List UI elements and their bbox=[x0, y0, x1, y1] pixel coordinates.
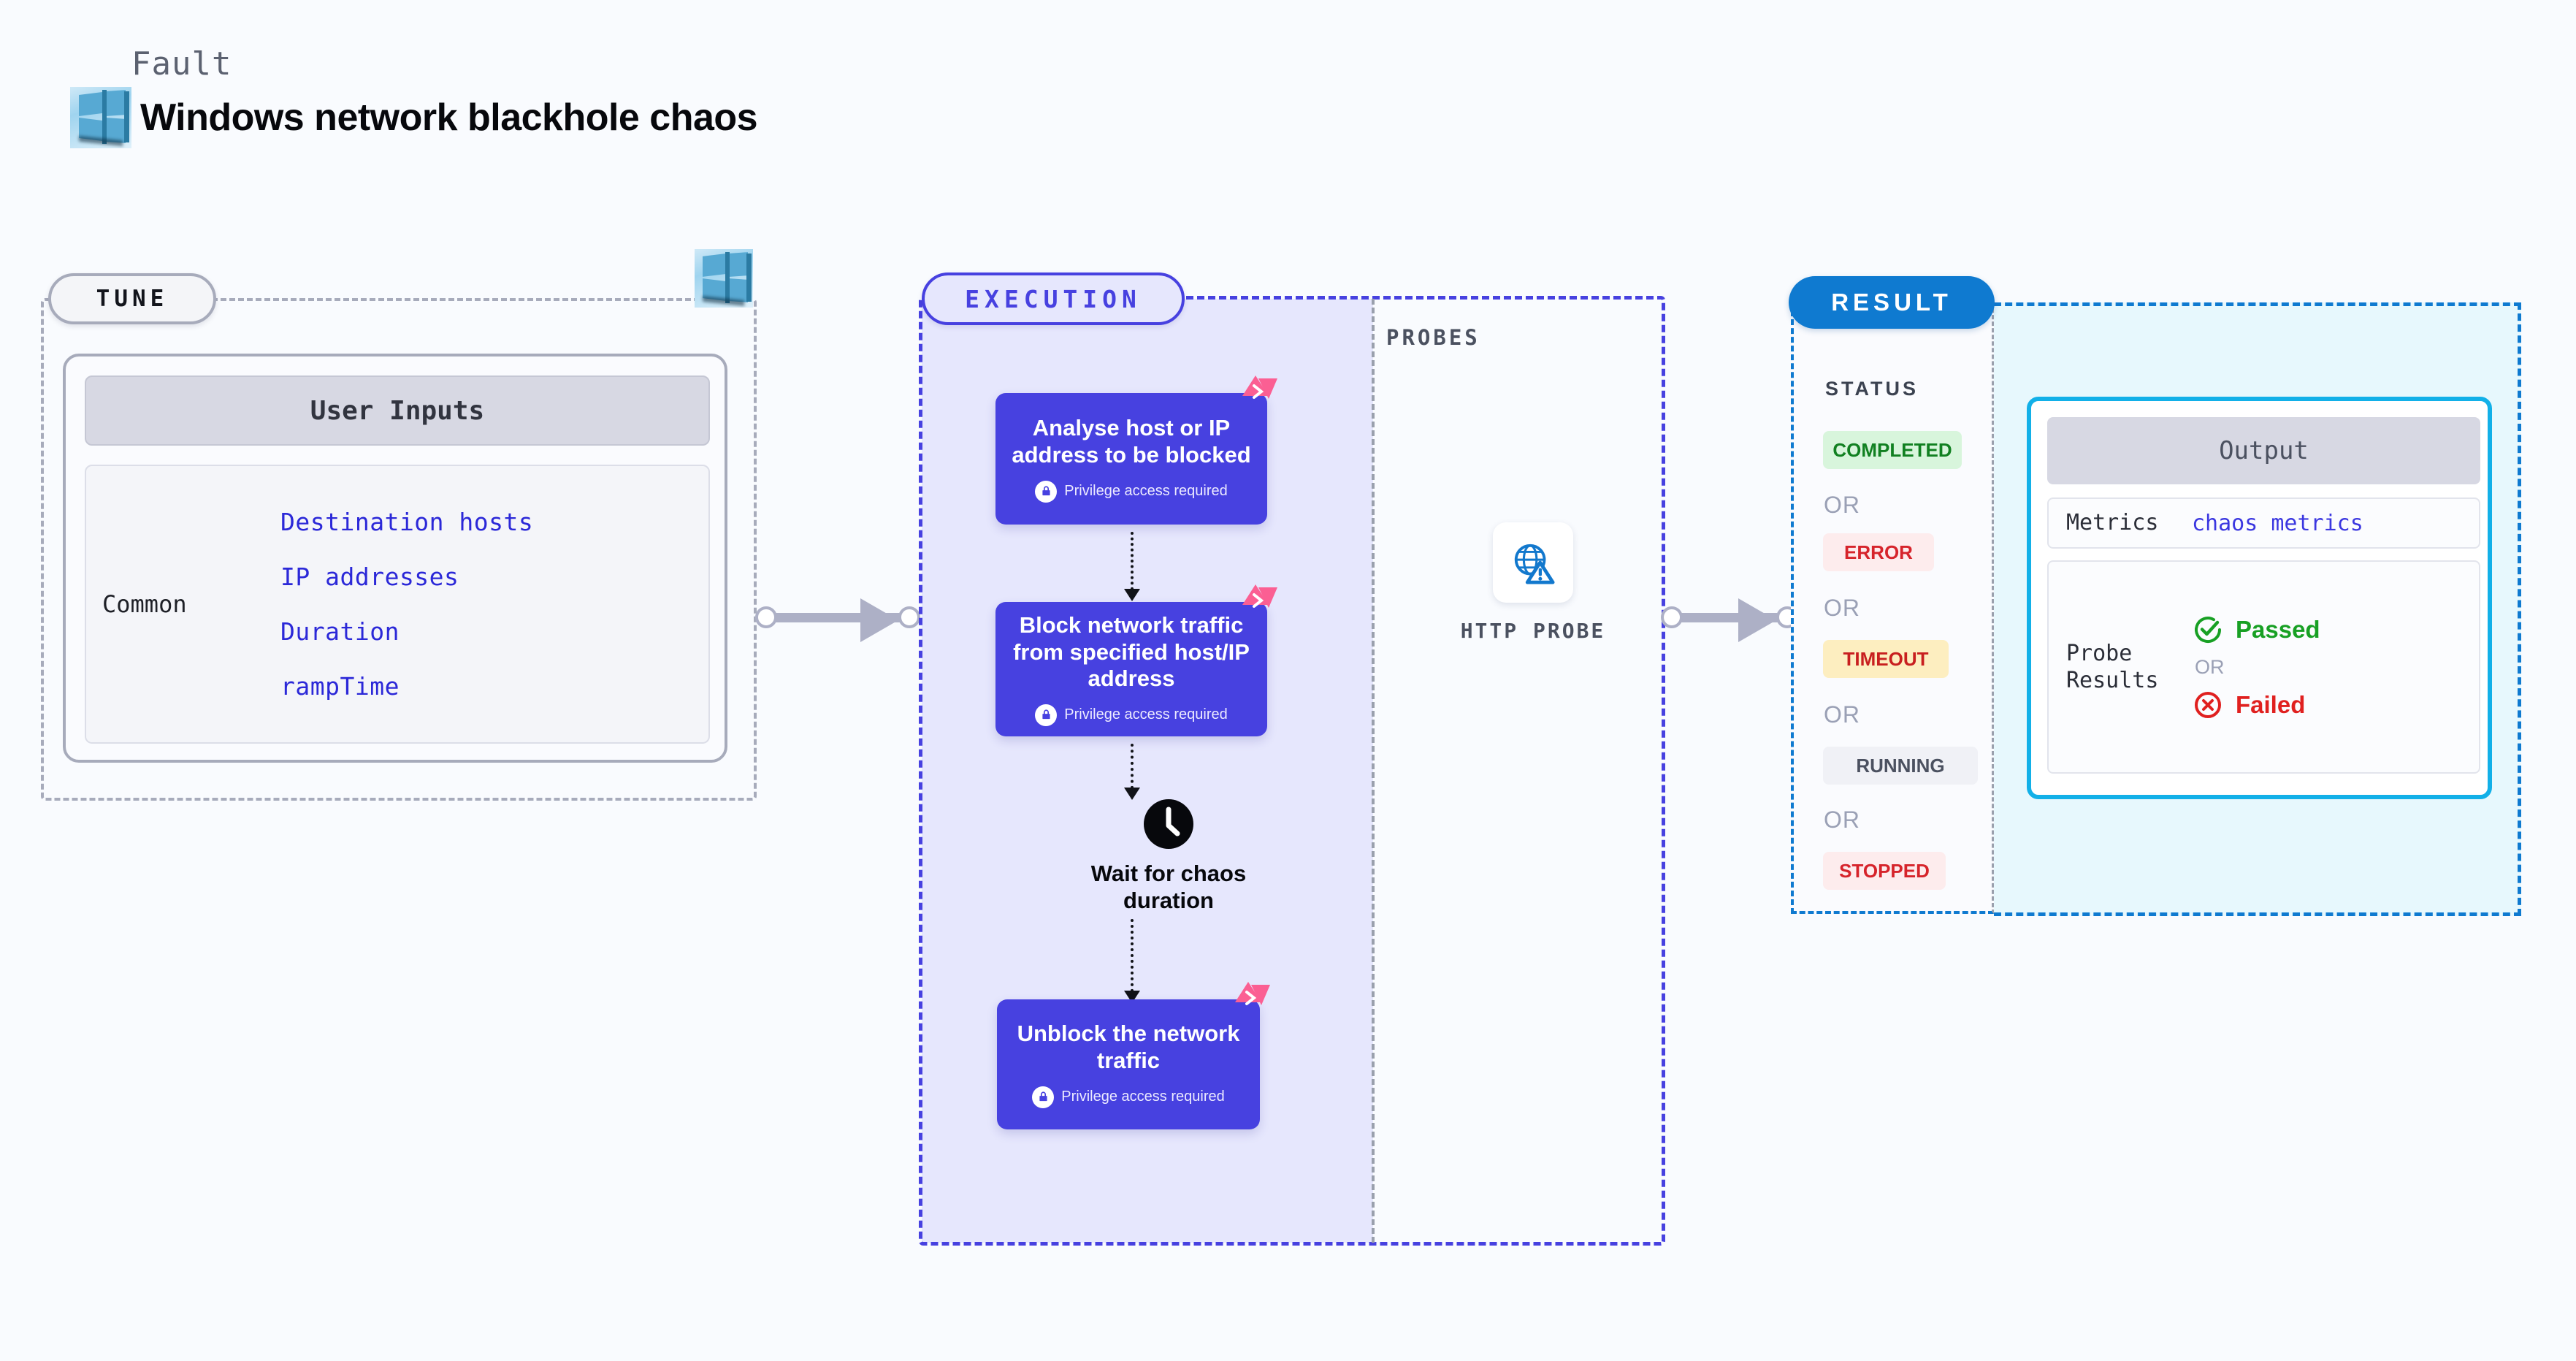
connector-arrowhead bbox=[860, 598, 898, 642]
probe-result-passed: Passed bbox=[2192, 614, 2320, 646]
clock-icon bbox=[1144, 799, 1193, 849]
x-circle-icon bbox=[2195, 691, 2221, 718]
node-title: Analyse host or IP address to be blocked bbox=[1012, 415, 1251, 468]
output-header: Output bbox=[2047, 417, 2480, 484]
probes-divider bbox=[1372, 299, 1375, 1243]
params-list: Destination hosts IP addresses Duration … bbox=[241, 508, 708, 701]
status-badge-timeout: TIMEOUT bbox=[1823, 640, 1949, 678]
probe-result-or: OR bbox=[2195, 655, 2225, 678]
globe-warning-icon bbox=[1493, 522, 1573, 603]
tune-region bbox=[41, 298, 757, 801]
check-circle-icon bbox=[2195, 616, 2222, 643]
probe-failed-label: Failed bbox=[2236, 690, 2306, 718]
litmus-mark-icon bbox=[1235, 982, 1270, 1005]
windows-logo-icon bbox=[70, 87, 131, 148]
execution-node-analyse[interactable]: Analyse host or IP address to be blocked… bbox=[995, 375, 1277, 525]
probe-item-label: HTTP PROBE bbox=[1460, 619, 1606, 643]
lock-icon bbox=[1032, 1086, 1055, 1108]
node-privilege-badge: Privilege access required bbox=[1035, 480, 1228, 503]
wait-node-label: Wait for chaos duration bbox=[1090, 861, 1247, 913]
node-title: Unblock the network traffic bbox=[1017, 1021, 1240, 1073]
flow-arrow-3 bbox=[1124, 919, 1140, 1003]
node-title: Block network traffic from specified hos… bbox=[1013, 612, 1250, 692]
connector-execution-to-result bbox=[1656, 598, 1803, 642]
user-inputs-body: Common Destination hosts IP addresses Du… bbox=[85, 465, 710, 744]
status-badge-running: RUNNING bbox=[1823, 747, 1978, 785]
probe-results-values: Passed OR Failed bbox=[2192, 614, 2320, 721]
execution-wait-node: Wait for chaos duration bbox=[1081, 798, 1256, 914]
param-ramptime[interactable]: rampTime bbox=[280, 672, 400, 701]
metrics-key: Metrics bbox=[2066, 510, 2159, 536]
probe-results-key: Probe Results bbox=[2066, 640, 2159, 694]
node-privilege-text: Privilege access required bbox=[1064, 483, 1228, 500]
page-header: Fault Windows network blackhole chaos bbox=[70, 45, 758, 148]
metrics-value[interactable]: chaos metrics bbox=[2192, 510, 2363, 536]
page-title: Windows network blackhole chaos bbox=[140, 96, 758, 139]
node-privilege-badge: Privilege access required bbox=[1032, 1086, 1225, 1108]
status-or-2: OR bbox=[1824, 595, 1860, 621]
status-or-3: OR bbox=[1824, 701, 1860, 728]
output-probe-results-row: Probe Results Passed OR Failed bbox=[2047, 560, 2480, 774]
litmus-mark-icon bbox=[1242, 584, 1277, 608]
status-or-4: OR bbox=[1824, 807, 1860, 833]
node-privilege-text: Privilege access required bbox=[1064, 706, 1228, 723]
connector-start-dot bbox=[1661, 606, 1683, 628]
litmus-mark-icon bbox=[1242, 375, 1277, 399]
probe-result-failed: Failed bbox=[2192, 689, 2320, 721]
tune-section-pill[interactable]: TUNE bbox=[48, 273, 216, 324]
tune-card: User Inputs Common Destination hosts IP … bbox=[63, 354, 727, 763]
fault-kicker-label: Fault bbox=[131, 45, 232, 83]
node-privilege-badge: Privilege access required bbox=[1035, 704, 1228, 726]
common-group-label: Common bbox=[102, 590, 187, 618]
lock-icon bbox=[1035, 480, 1058, 503]
connector-end-dot bbox=[898, 606, 920, 628]
connector-arrowhead bbox=[1738, 598, 1776, 642]
execution-section-pill[interactable]: EXECUTION bbox=[922, 272, 1185, 325]
execution-probes-region bbox=[919, 296, 1665, 1246]
lock-icon bbox=[1035, 704, 1058, 726]
status-badge-completed: COMPLETED bbox=[1823, 431, 1962, 469]
param-duration[interactable]: Duration bbox=[280, 617, 400, 646]
output-metrics-row: Metrics chaos metrics bbox=[2047, 497, 2480, 549]
status-or-1: OR bbox=[1824, 492, 1860, 518]
result-section-pill[interactable]: RESULT bbox=[1789, 276, 1995, 329]
connector-tune-to-execution bbox=[751, 598, 926, 642]
windows-logo-icon bbox=[695, 249, 753, 308]
param-destination-hosts[interactable]: Destination hosts bbox=[280, 508, 534, 536]
status-label: STATUS bbox=[1825, 378, 1919, 400]
flow-arrow-2 bbox=[1124, 744, 1140, 800]
probe-passed-label: Passed bbox=[2236, 615, 2320, 643]
connector-start-dot bbox=[755, 606, 777, 628]
output-card: Output Metrics chaos metrics Probe Resul… bbox=[2027, 397, 2492, 799]
param-ip-addresses[interactable]: IP addresses bbox=[280, 563, 459, 591]
flow-arrow-1 bbox=[1124, 532, 1140, 601]
status-badge-stopped: STOPPED bbox=[1823, 852, 1946, 890]
probes-section-label: PROBES bbox=[1386, 325, 1480, 350]
node-privilege-text: Privilege access required bbox=[1061, 1089, 1225, 1105]
user-inputs-header: User Inputs bbox=[85, 375, 710, 446]
execution-node-block[interactable]: Block network traffic from specified hos… bbox=[995, 584, 1277, 736]
status-badge-error: ERROR bbox=[1823, 533, 1934, 571]
title-row: Windows network blackhole chaos bbox=[70, 87, 758, 148]
execution-node-unblock[interactable]: Unblock the network traffic Privilege ac… bbox=[997, 982, 1270, 1129]
probe-item-http[interactable]: HTTP PROBE bbox=[1460, 522, 1606, 643]
